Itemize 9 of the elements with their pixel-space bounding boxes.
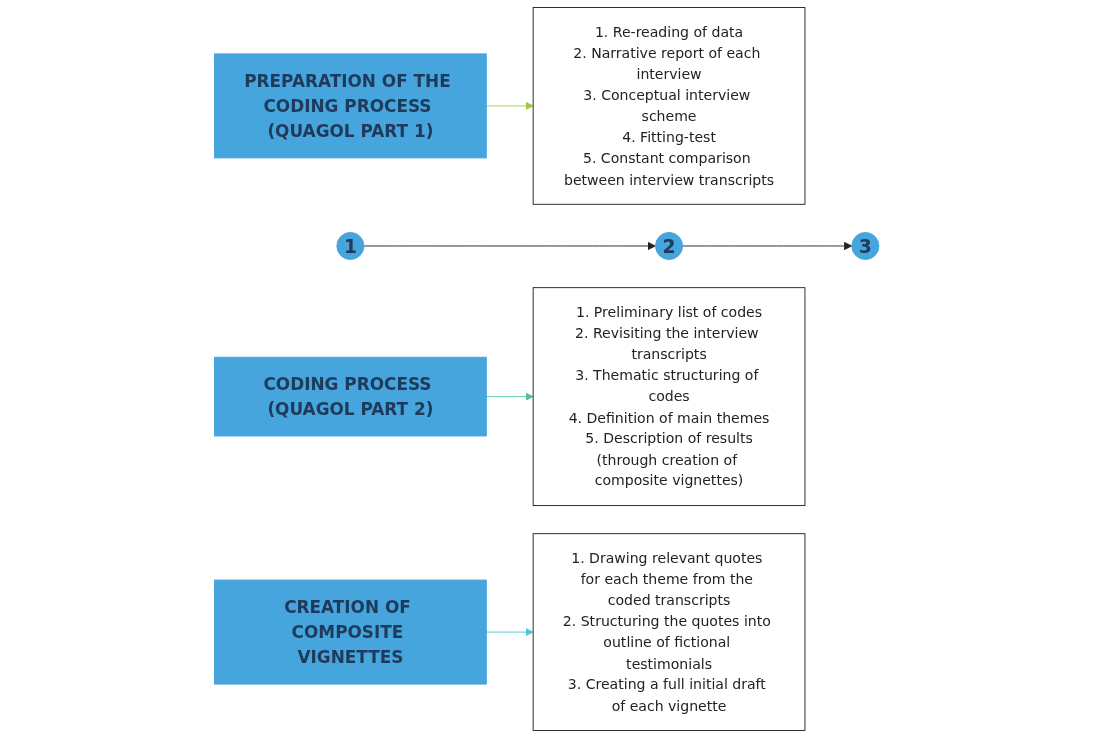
node-box: 1. Re-reading of data 2. Narrative report of each interview 3. Conceptual interview scheme 4. Fitting-test 5. Constant comparison between interview transcripts [532, 7, 806, 205]
node-box: 1. Preliminary list of codes 2. Revisiting the interview transcripts 3. Thematic structuring of codes 4. Definition of main themes 5. Description of results (through creation of composite vignettes) [532, 287, 806, 507]
node-circle: 2 [655, 231, 684, 260]
node-box: 1. Drawing relevant quotes for each theme from the coded transcripts 2. Structuring the quotes into outline of fictional testimonials 3. Creating a full initial draft of each vignette [532, 533, 806, 731]
node-circle: 3 [851, 231, 880, 260]
node-box: PREPARATION OF THE CODING PROCESS (QUAGOL PART 1) [214, 53, 488, 159]
node-box: CODING PROCESS (QUAGOL PART 2) [214, 356, 488, 437]
node-box: CREATION OF COMPOSITE VIGNETTES [214, 579, 488, 685]
node-circle: 1 [336, 231, 365, 260]
